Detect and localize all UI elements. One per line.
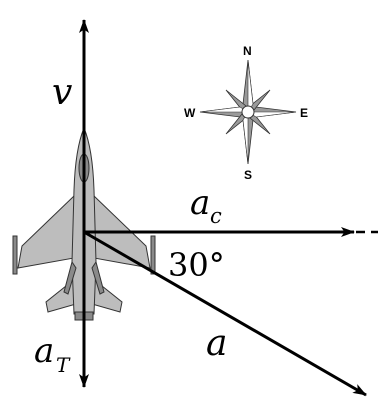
centripetal-label: a c <box>190 183 222 228</box>
total-accel-label: a <box>206 323 227 364</box>
centripetal-label-base: a <box>190 183 210 223</box>
compass-south: S <box>244 168 252 182</box>
angle-label: 30° <box>168 246 225 284</box>
total-accel-vector <box>83 230 367 397</box>
tangential-label-base: a <box>34 331 54 371</box>
compass-north: N <box>243 44 252 58</box>
compass-west: W <box>184 106 196 120</box>
tangential-label-sub: T <box>56 353 71 377</box>
centripetal-label-sub: c <box>210 204 222 228</box>
compass-rose-icon: N S E W <box>184 44 308 182</box>
velocity-label: v <box>52 72 72 113</box>
tangential-label: a T <box>34 331 71 377</box>
compass-east: E <box>300 106 308 120</box>
